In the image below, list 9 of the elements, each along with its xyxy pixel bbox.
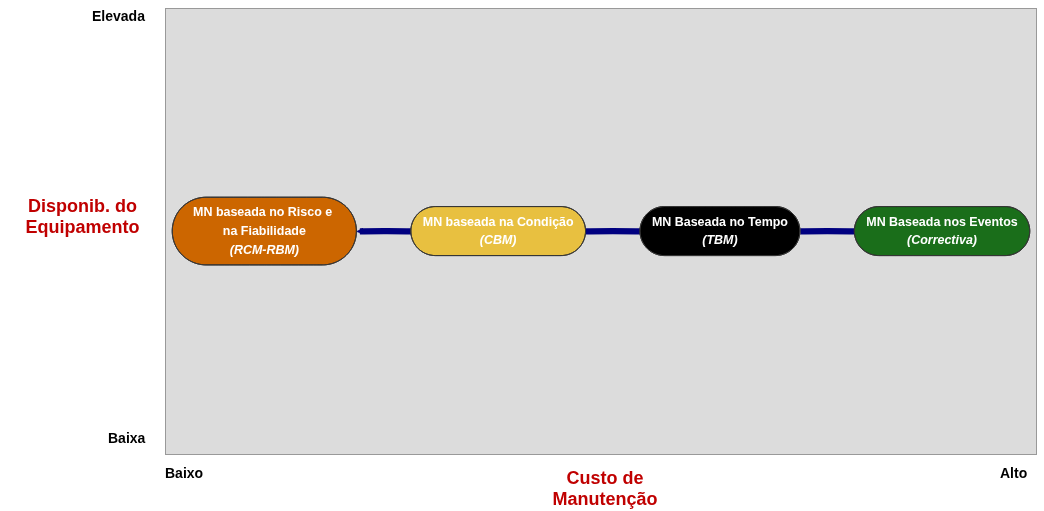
axis-tick-label: Baixa xyxy=(108,430,146,446)
axis-tick-label: Baixo xyxy=(165,465,204,481)
axis-title: Custo de Manutenção xyxy=(551,468,659,510)
axis-title: Disponib. do Equipamento xyxy=(24,196,141,238)
axis-tick-label: Alto xyxy=(1000,465,1028,481)
connector xyxy=(585,228,641,235)
arrow xyxy=(356,228,412,236)
axis-tick-label: Elevada xyxy=(92,8,145,24)
connector xyxy=(800,228,855,235)
